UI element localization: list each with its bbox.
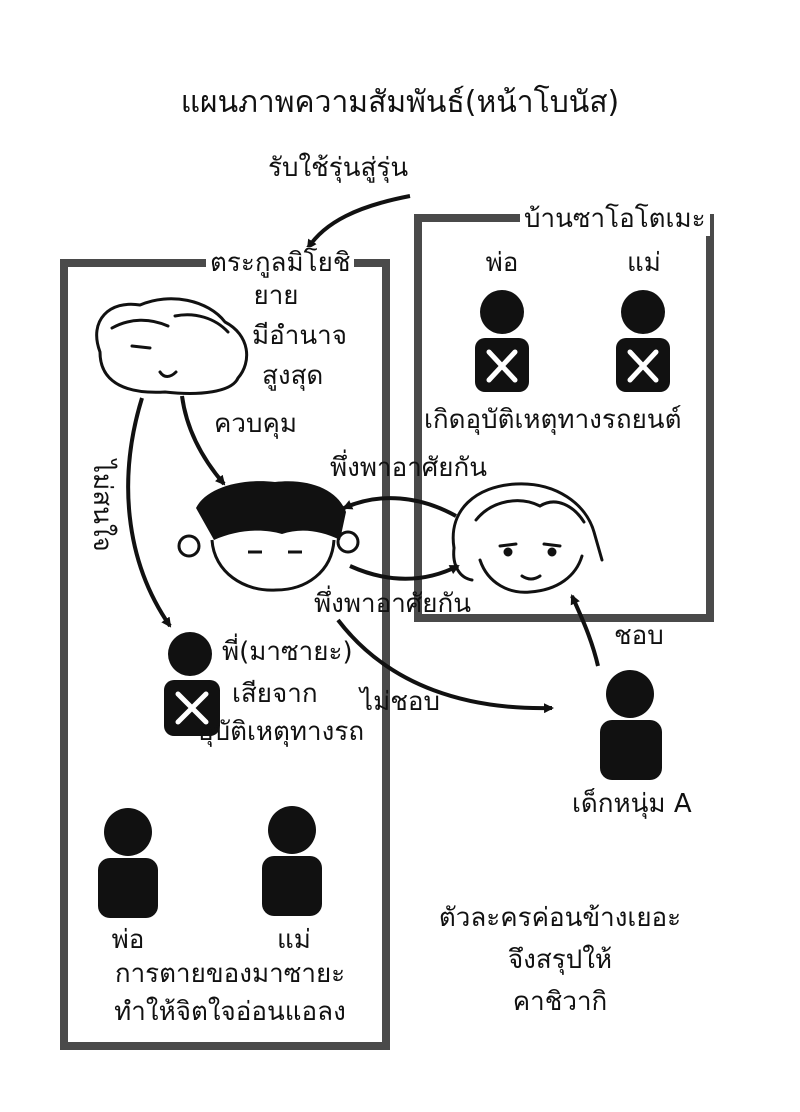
mibushi-note-line1: การตายของมาซายะ — [114, 959, 346, 989]
control-label: ควบคุม — [214, 409, 298, 439]
grandma-face-sketch — [95, 297, 249, 395]
boy-a-label: เด็กหนุ่ม A — [572, 789, 692, 819]
depend-arrow-bottom — [349, 564, 460, 581]
saotome-family-label: บ้านซาโอโตเมะ — [520, 203, 710, 236]
mibushi-mother-figure — [262, 806, 322, 916]
depend-arrow-top — [342, 496, 457, 518]
diagram-title: แผนภาพความสัมพันธ์(หน้าโบนัส) — [180, 85, 620, 120]
deceased-x-icon — [627, 349, 659, 383]
inherit-label: รับใช้รุ่นสู่รุ่น — [268, 153, 409, 183]
dislike-label: ไม่ชอบ — [360, 687, 440, 717]
depend-label-bottom: พึ่งพาอาศัยกัน — [314, 589, 472, 619]
mibushi-father-figure — [98, 808, 158, 918]
saotome-face-sketch — [451, 482, 604, 594]
mibushi-note-line2: ทำให้จิตใจอ่อนแอลง — [114, 997, 346, 1027]
brother-label: พี่(มาซายะ) — [222, 637, 353, 667]
footnote-line1: ตัวละครค่อนข้างเยอะ — [438, 903, 682, 933]
masaya-brother-figure — [164, 632, 220, 736]
grandma-label: ยาย — [253, 281, 299, 311]
grandma-desc-line1: มีอำนาจ — [252, 321, 347, 351]
inherit-arrow — [306, 194, 411, 250]
kashiwagi-face-sketch — [177, 481, 360, 592]
brother-desc-line2: อุบัติเหตุทางรถ — [198, 717, 365, 747]
saotome-event-label: เกิดอุบัติเหตุทางรถยนต์ — [424, 405, 682, 435]
mibushi-mother-label: แม่ — [277, 925, 311, 955]
neglect-label: ไม่สนใจ — [87, 460, 117, 552]
footnote-line3: คาชิวากิ — [512, 987, 608, 1017]
saotome-father-figure — [475, 290, 529, 392]
boy-a-figure — [600, 670, 662, 780]
like-arrow — [570, 594, 600, 667]
saotome-mother-figure — [616, 290, 670, 392]
like-label: ชอบ — [614, 621, 664, 651]
control-arrow — [180, 395, 226, 486]
mibushi-father-label: พ่อ — [111, 925, 145, 955]
deceased-x-icon — [175, 691, 209, 725]
footnote-line2: จึงสรุปให้ — [507, 945, 613, 975]
saotome-mother-label: แม่ — [627, 248, 661, 278]
mibushi-family-label: ตระกูลมิโยชิ — [206, 247, 355, 280]
neglect-arrow — [126, 397, 172, 628]
brother-desc-line1: เสียจาก — [232, 679, 318, 709]
dislike-arrow — [336, 618, 554, 714]
saotome-father-label: พ่อ — [485, 248, 519, 278]
depend-label-top: พึ่งพาอาศัยกัน — [330, 453, 488, 483]
grandma-desc-line2: สูงสุด — [262, 361, 324, 391]
deceased-x-icon — [486, 349, 518, 383]
